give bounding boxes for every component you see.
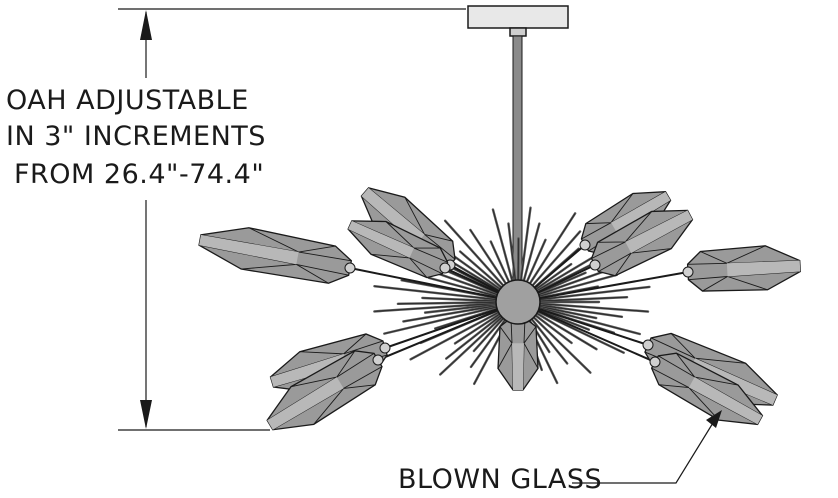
rod-outline xyxy=(522,213,576,295)
rod-outline xyxy=(492,209,516,294)
glass-crystal xyxy=(347,220,451,279)
rod-outline xyxy=(531,296,628,302)
rod-outline xyxy=(531,286,650,301)
glass-crystals xyxy=(198,187,801,431)
arm-rod xyxy=(517,271,689,303)
glass-crystal xyxy=(589,209,694,277)
blown-glass-label: BLOWN GLASS xyxy=(398,464,603,495)
arm-rod xyxy=(377,301,519,361)
rod-outline xyxy=(528,307,624,353)
rod-outline xyxy=(403,303,505,322)
rod-outline xyxy=(524,231,581,295)
center-hub xyxy=(495,279,541,325)
arm-rod xyxy=(349,267,519,303)
rod-outline xyxy=(444,220,512,295)
glass-crystal xyxy=(682,245,801,292)
arm-rod xyxy=(517,301,649,346)
rod-outline xyxy=(531,302,649,312)
arrow-up-icon xyxy=(140,10,152,40)
rod-outline xyxy=(518,207,531,294)
rod-outline xyxy=(531,303,622,318)
rod-outline xyxy=(525,309,591,373)
leader-arrow-icon xyxy=(706,410,722,428)
rod-outline xyxy=(374,285,505,301)
oah-label-line-3: FROM 26.4"-74.4" xyxy=(14,159,265,190)
rod-outline xyxy=(530,274,617,299)
oah-label-line-1: OAH ADJUSTABLE xyxy=(6,85,249,116)
rod-outline xyxy=(531,304,597,319)
rod-outline xyxy=(374,302,505,312)
glass-crystal xyxy=(266,350,384,431)
rod-outline xyxy=(425,303,505,313)
canopy xyxy=(467,5,569,37)
glass-crystal xyxy=(198,227,356,284)
rod-outline xyxy=(397,301,505,305)
rod-outline xyxy=(527,307,597,350)
leader-line xyxy=(572,417,717,484)
glass-crystal xyxy=(649,352,764,426)
rod-outline xyxy=(446,308,510,359)
arrow-down-icon xyxy=(140,400,152,429)
rod-outline xyxy=(428,277,506,299)
arm-rod xyxy=(384,301,519,349)
arm-rod xyxy=(517,301,656,363)
rod-outline xyxy=(530,305,640,335)
rod-outline xyxy=(440,309,511,375)
oah-label-line-2: IN 3" INCREMENTS xyxy=(6,121,266,152)
rod-outline xyxy=(422,297,505,302)
rod-outline xyxy=(410,307,508,360)
rod-outline xyxy=(384,304,505,334)
